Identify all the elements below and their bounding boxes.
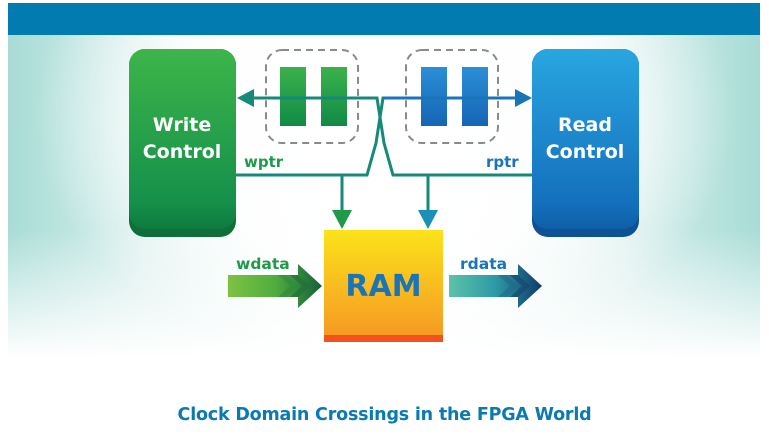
arrow-rptr-to-ram-icon <box>418 210 438 229</box>
read-control-label-line1: Read <box>558 114 612 136</box>
rptr-label: rptr <box>486 153 519 171</box>
read-control-label-line2: Control <box>546 141 625 163</box>
cdc-diagram: Write Control Read Control <box>129 49 639 342</box>
figure-caption: Clock Domain Crossings in the FPGA World <box>177 405 592 425</box>
wptr-label: wptr <box>244 153 284 171</box>
header-banner <box>8 3 760 35</box>
ram-block: RAM <box>324 230 443 342</box>
read-control-block: Read Control <box>532 49 639 237</box>
ram-label: RAM <box>345 269 421 304</box>
read-sync-enclosure <box>405 49 499 144</box>
write-control-block: Write Control <box>129 49 236 237</box>
write-control-label-line1: Write <box>153 114 211 136</box>
diagram-figure: Write Control Read Control <box>8 3 760 358</box>
wdata-arrow: wdata <box>228 255 322 308</box>
wdata-label: wdata <box>236 255 290 273</box>
rdata-label: rdata <box>460 255 507 273</box>
arrow-wptr-to-ram-icon <box>332 210 352 229</box>
write-sync-enclosure <box>265 49 359 144</box>
rdata-arrow: rdata <box>449 255 542 308</box>
write-control-label-line2: Control <box>143 141 222 163</box>
arrow-to-read-control-icon <box>515 89 532 107</box>
arrow-to-write-control-icon <box>237 89 254 107</box>
